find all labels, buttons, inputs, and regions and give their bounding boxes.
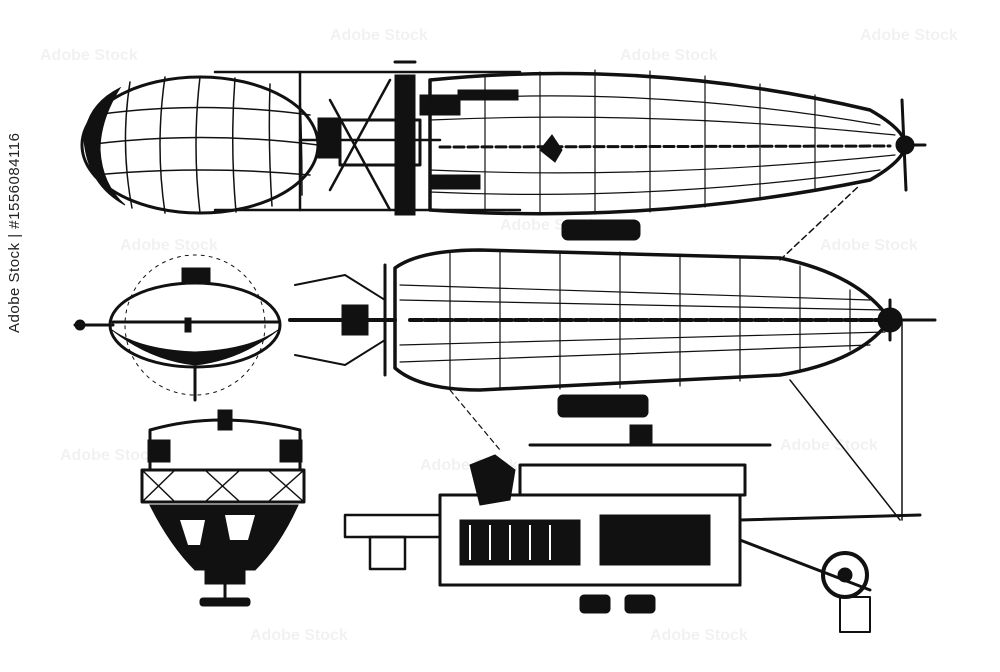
watermark-pattern: Adobe Stock Adobe Stock Adobe Stock Adob… [40,27,958,644]
svg-text:Adobe Stock: Adobe Stock [250,627,348,644]
engine-gondola [343,319,922,633]
svg-text:Adobe Stock: Adobe Stock [40,47,138,64]
svg-text:Adobe Stock: Adobe Stock [820,237,918,254]
top-airship [80,60,927,241]
stock-id-label: Adobe Stock | #1556084116 [6,132,23,333]
middle-airship [288,184,937,521]
svg-text:Adobe Stock: Adobe Stock [60,447,158,464]
svg-text:Adobe Stock: Adobe Stock [650,627,748,644]
balloon-gondola [140,409,306,607]
svg-text:Adobe Stock: Adobe Stock [620,47,718,64]
svg-text:Adobe Stock: Adobe Stock [860,27,958,44]
svg-text:Adobe Stock: Adobe Stock [120,237,218,254]
svg-text:Adobe Stock: Adobe Stock [780,437,878,454]
front-view-airship [73,254,282,402]
svg-text:Adobe Stock: Adobe Stock [330,27,428,44]
